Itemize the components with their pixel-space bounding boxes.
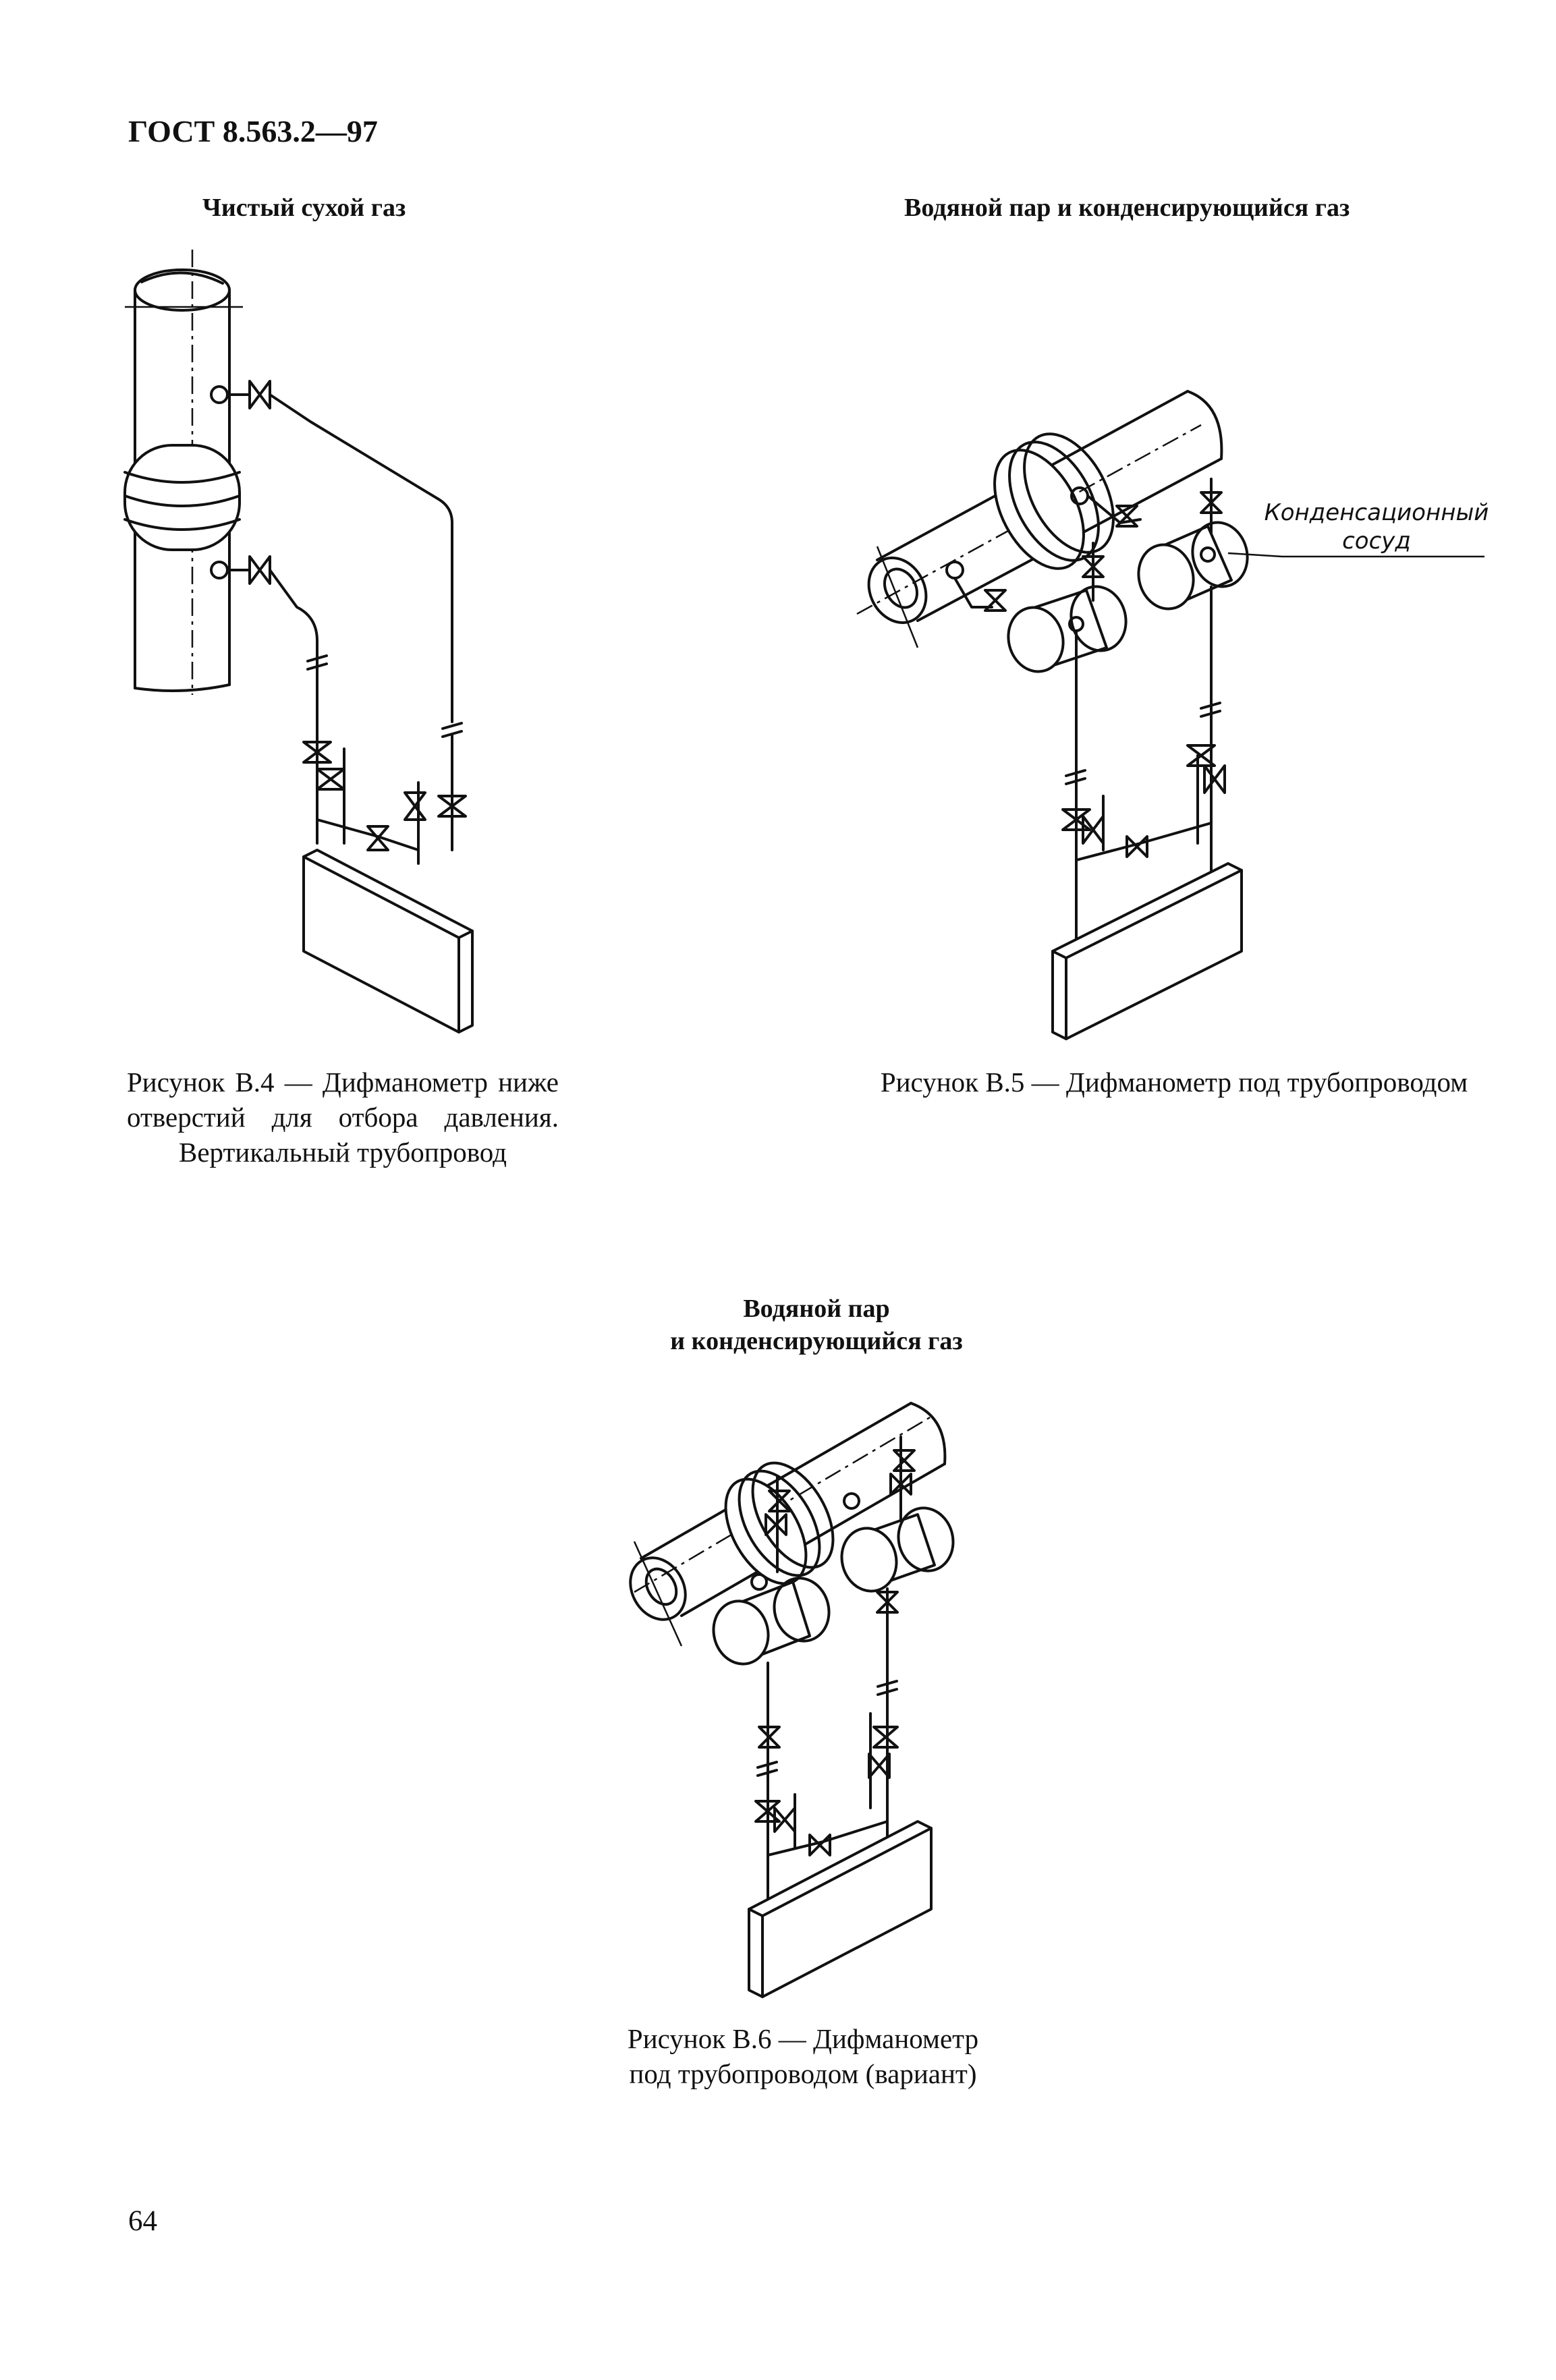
figure-b5-title: Водяной пар и конденсирующийся газ bbox=[904, 194, 1350, 222]
figure-b5-callout-line-2: сосуд bbox=[1342, 528, 1411, 555]
figure-b4-caption-line-2: отверстий для отбора давления. bbox=[127, 1102, 559, 1133]
figure-b5-callout-line-1: Конденсационный bbox=[1264, 499, 1489, 526]
page-number: 64 bbox=[128, 2205, 157, 2237]
document-header: ГОСТ 8.563.2—97 bbox=[128, 114, 378, 148]
figure-b4-caption-line-1: Рисунок В.4 — Дифманометр ниже bbox=[127, 1067, 559, 1098]
figure-b4-drawing bbox=[123, 250, 474, 1033]
figure-b6-title-line-2: и конденсирующийся газ bbox=[670, 1327, 963, 1355]
figure-b6-caption-line-2: под трубопроводом (вариант) bbox=[629, 2058, 977, 2089]
figure-b5-caption: Рисунок В.5 — Дифманометр под трубопрово… bbox=[880, 1067, 1468, 1098]
figure-b6-caption-line-1: Рисунок В.6 — Дифманометр bbox=[627, 2023, 979, 2054]
figure-b6-title-line-1: Водяной пар bbox=[743, 1295, 890, 1323]
figure-b4-title: Чистый сухой газ bbox=[202, 194, 406, 222]
figure-b6-drawing bbox=[629, 1402, 955, 1998]
figure-b4-caption-line-3: Вертикальный трубопровод bbox=[179, 1137, 507, 1168]
figure-b5-drawing bbox=[856, 390, 1484, 1040]
